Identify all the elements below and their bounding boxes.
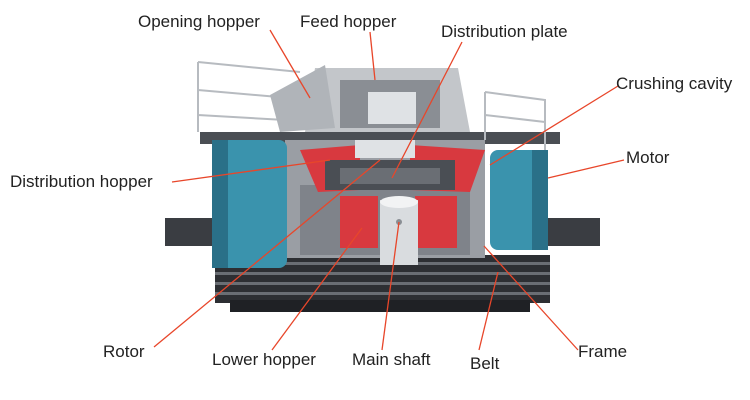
label-main-shaft: Main shaft — [352, 350, 431, 369]
leader-lines — [153, 29, 625, 351]
label-feed-hopper: Feed hopper — [300, 12, 397, 31]
lower-hopper — [340, 196, 457, 248]
railings — [197, 61, 546, 150]
label-lower-hopper: Lower hopper — [212, 350, 316, 369]
motor-left — [212, 140, 287, 268]
label-frame: Frame — [578, 342, 628, 361]
label-opening-hopper: Opening hopper — [138, 12, 260, 31]
label-motor: Motor — [626, 148, 670, 167]
motor-right — [490, 150, 548, 250]
label-distribution-plate: Distribution plate — [441, 22, 568, 41]
label-belt: Belt — [470, 354, 500, 373]
feed-hopper-structure — [270, 65, 470, 132]
label-crushing-cavity: Crushing cavity — [616, 74, 733, 93]
label-distribution-hopper: Distribution hopper — [10, 172, 153, 191]
rotor — [325, 160, 455, 190]
label-rotor: Rotor — [103, 342, 145, 361]
main-shaft — [380, 196, 418, 265]
